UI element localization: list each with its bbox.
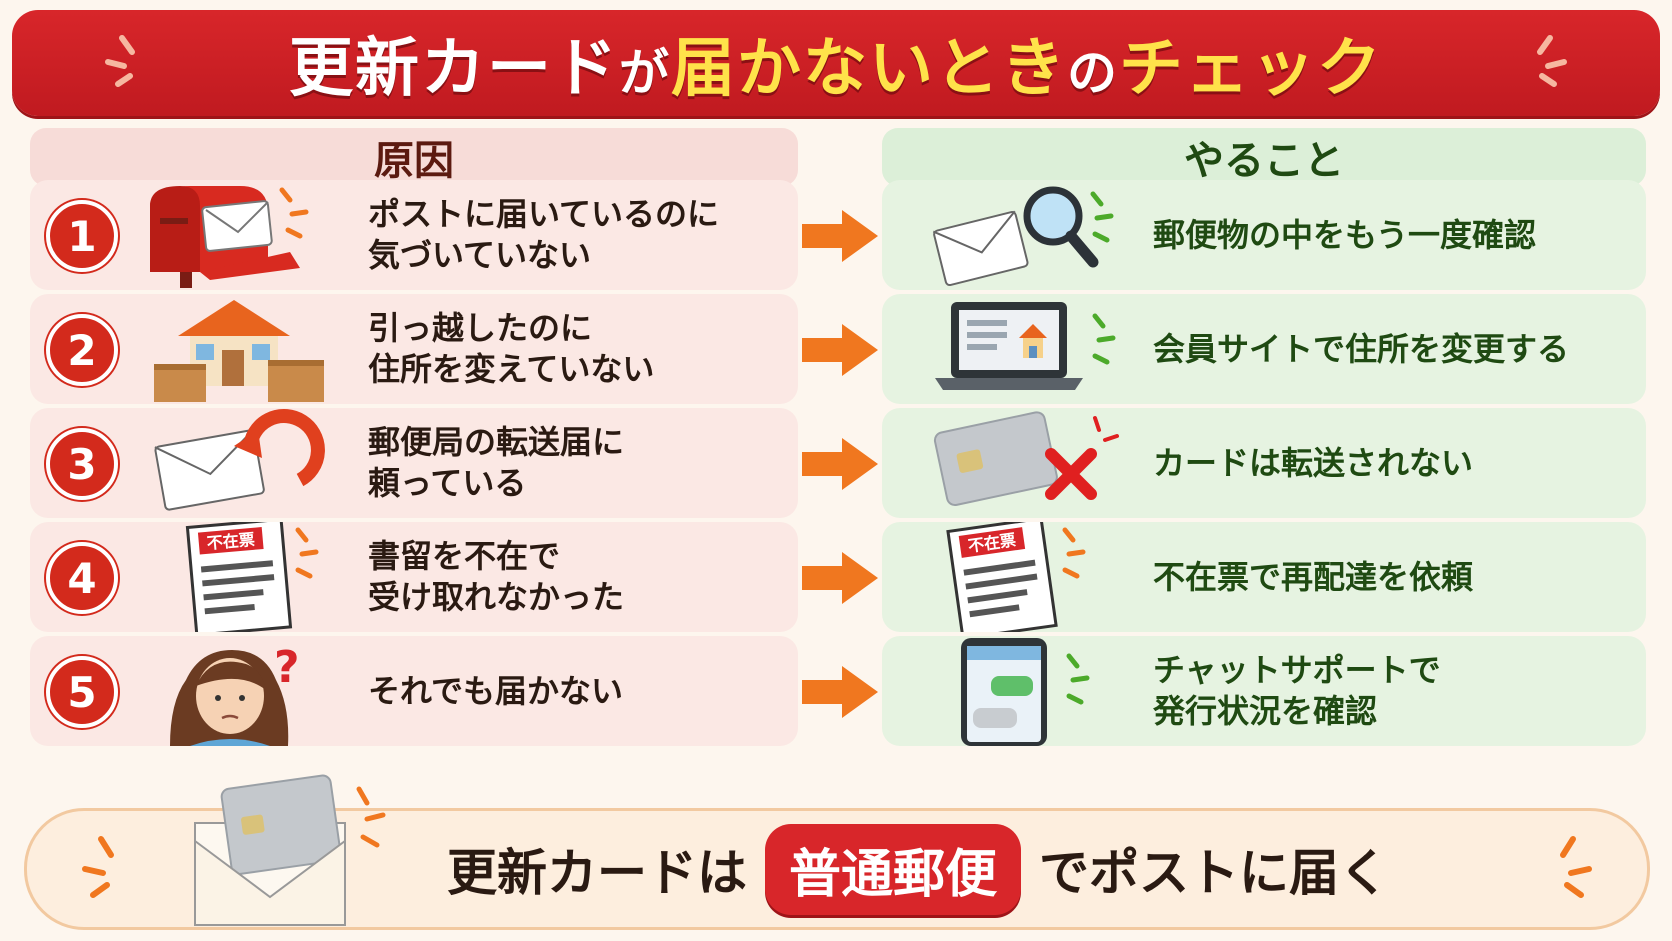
laptop-house-icon [935,302,1116,390]
title-banner: 更新カードが届かないときのチェック [12,10,1660,116]
sparkle-right-icon [1537,35,1567,87]
cause-text: それでも届かない [368,671,624,710]
check-row-2: 2 引っ越したのに 住所を変えていない 会員サイトで住所を変更する [0,294,1672,404]
smartphone-chat-icon [961,638,1090,746]
column-header-cause: 原因 [30,128,798,186]
cause-text: 書留を不在で 受け取れなかった [368,537,625,616]
step-number: 3 [46,428,118,500]
todo-text: カードは転送されない [1153,443,1474,482]
cause-card [30,636,798,746]
sparkle-right-icon [1560,836,1592,898]
arrow-right-icon [802,210,878,262]
check-row-4: 4 不在票 書留を不在で 受け取れなかった 不在票 [0,522,1672,632]
arrow-right-icon [802,552,878,604]
highlight-badge: 普通郵便 [765,823,1022,915]
bottom-message: 更新カードは 普通郵便 でポストに届く [447,811,1389,927]
todo-text: 不在票で再配達を依頼 [1153,557,1474,596]
confused-woman-icon: ? [170,642,300,746]
arrow-right-icon [802,666,878,718]
step-number: 1 [46,200,118,272]
absence-slip-icon: 不在票 [946,522,1086,632]
envelope-magnifier-icon [932,186,1114,287]
house-boxes-icon [154,300,324,402]
card-cross-icon [933,411,1119,507]
todo-text: 郵便物の中をもう一度確認 [1153,215,1537,254]
step-number: 4 [46,542,118,614]
step-number: 2 [46,314,118,386]
cause-card [30,522,798,632]
svg-text:?: ? [274,642,300,693]
cause-text: ポストに届いているのに 気づいていない [368,195,720,274]
sparkle-left-icon [105,35,135,87]
column-header-todo: やること [882,128,1646,186]
absence-slip-icon: 不在票 [185,522,319,632]
cause-text: 郵便局の転送届に 頼っている [368,423,625,502]
mailbox-icon [150,186,309,288]
check-row-3: 3 郵便局の転送届に 頼っている カードは転送されない [0,408,1672,518]
step-number: 5 [46,656,118,728]
check-row-5: 5 ? それでも届かない チャットサポートで 発行状況を確認 [0,636,1672,746]
arrow-right-icon [802,324,878,376]
todo-text: 会員サイトで住所を変更する [1153,329,1570,368]
sparkle-left-icon [82,836,114,898]
envelope-card-icon [194,774,386,926]
check-row-1: 1 ポストに届いているのに 気づいていない 郵便物の中をもう一度確認 [0,180,1672,290]
page-title: 更新カードが届かないときのチェック [289,32,1383,106]
envelope-forward-icon [154,409,325,511]
todo-text: チャットサポートで 発行状況を確認 [1153,651,1441,730]
bottom-note-banner: 更新カードは 普通郵便 でポストに届く [24,774,1650,930]
cause-text: 引っ越したのに 住所を変えていない [368,309,655,388]
arrow-right-icon [802,438,878,490]
svg-text:不在票: 不在票 [206,530,255,553]
